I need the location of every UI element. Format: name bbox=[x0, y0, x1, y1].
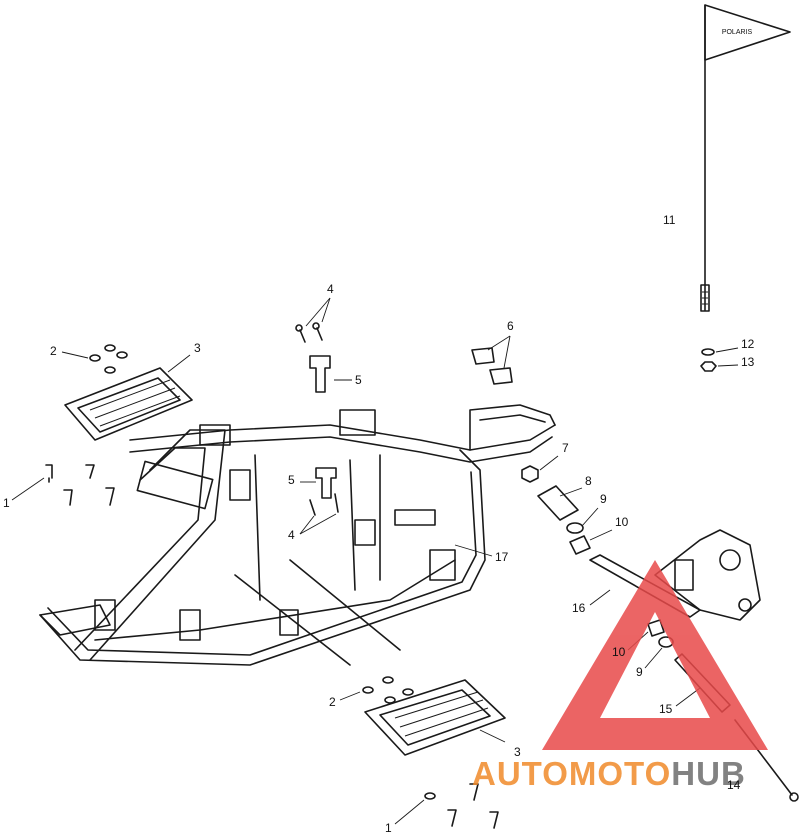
callout-label: 14 bbox=[727, 778, 741, 792]
main-frame bbox=[39, 404, 556, 666]
callout-label: 9 bbox=[636, 665, 643, 679]
callout-label: 3 bbox=[514, 745, 521, 759]
watermark-text-automoto: AUTOMOTO bbox=[472, 755, 671, 792]
watermark-text-hub: HUB bbox=[671, 755, 746, 792]
callout-label: 10 bbox=[612, 645, 626, 659]
callout-label: 16 bbox=[572, 601, 586, 615]
callout-label: 5 bbox=[288, 473, 295, 487]
callout-label: 4 bbox=[288, 528, 295, 542]
callout-label: 7 bbox=[562, 441, 569, 455]
bracket-lower bbox=[299, 467, 339, 535]
callout-label: 3 bbox=[194, 341, 201, 355]
callout-label: 9 bbox=[600, 492, 607, 506]
footrest-right bbox=[339, 676, 506, 829]
callout-label: 5 bbox=[355, 373, 362, 387]
whip-flag: POLARIS bbox=[700, 4, 791, 312]
callout-label: 10 bbox=[615, 515, 629, 529]
callout-label: 1 bbox=[3, 496, 10, 510]
callout-label: 2 bbox=[50, 344, 57, 358]
callout-label: 13 bbox=[741, 355, 755, 369]
callout-label: 8 bbox=[585, 474, 592, 488]
callout-label: 11 bbox=[663, 213, 676, 227]
watermark-text: AUTOMOTOHUB bbox=[472, 755, 746, 792]
callout-label: 12 bbox=[741, 337, 755, 351]
callout-label: 17 bbox=[495, 550, 509, 564]
callout-label: 15 bbox=[659, 702, 673, 716]
clips bbox=[471, 335, 513, 385]
callout-label: 4 bbox=[327, 282, 334, 296]
bracket-upper bbox=[295, 297, 352, 393]
callout-label: 6 bbox=[507, 319, 514, 333]
flag-logo-text: POLARIS bbox=[722, 29, 753, 36]
watermark-triangle-icon bbox=[542, 560, 768, 750]
washer-and-nut bbox=[700, 347, 739, 372]
callout-label: 2 bbox=[329, 695, 336, 709]
footrest-left bbox=[11, 344, 193, 506]
callout-label: 1 bbox=[385, 821, 392, 834]
automotohub-watermark: AUTOMOTOHUB bbox=[472, 560, 768, 792]
